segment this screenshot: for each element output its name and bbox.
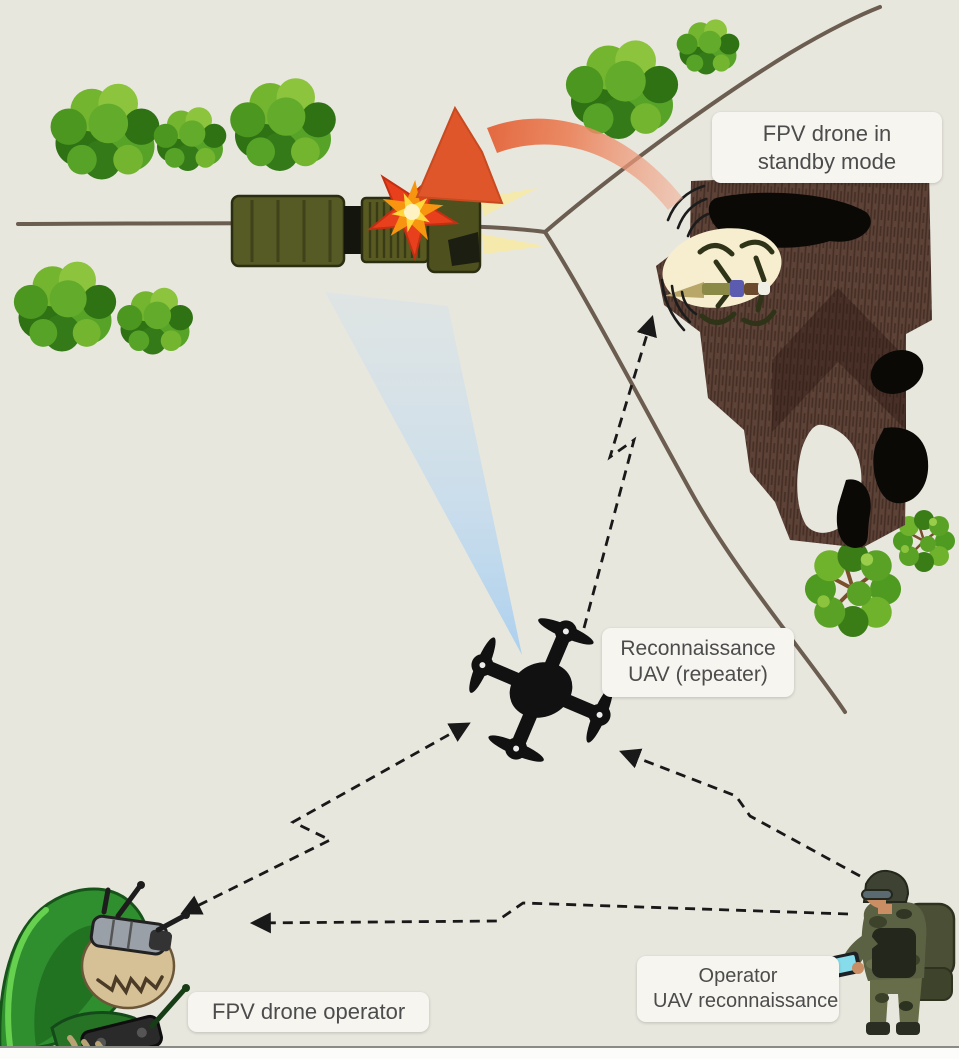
label-line: UAV (repeater) xyxy=(628,663,768,687)
trousers xyxy=(870,978,922,1024)
controller-antenna xyxy=(149,987,187,1029)
fpv-goggles-icon xyxy=(89,914,173,956)
roof-ridge xyxy=(772,288,906,432)
military-truck xyxy=(230,169,544,274)
truck-hitch xyxy=(344,206,364,254)
radio-wave-arcs xyxy=(660,184,710,332)
goggle-antennas xyxy=(101,883,187,933)
camera-view-cone xyxy=(325,292,522,655)
reconnaissance-uav-icon xyxy=(469,618,613,762)
attack-arrow-arc xyxy=(487,118,683,210)
goggles-icon xyxy=(861,889,893,900)
truck-trailer xyxy=(230,194,346,268)
headlight-beam xyxy=(480,188,538,216)
headlight-beam xyxy=(482,234,544,254)
label-line: Operator xyxy=(698,965,778,987)
uav-operator-figure xyxy=(808,869,956,1035)
destroyed-building xyxy=(656,171,932,548)
radio-link-dashed-arrows xyxy=(180,314,861,934)
road-southeast xyxy=(543,230,847,714)
skull-teeth xyxy=(96,974,164,996)
tree-top-view xyxy=(803,539,903,639)
label-recon-uav: Reconnaissance UAV (repeater) xyxy=(602,628,794,697)
page-bottom-edge xyxy=(0,1046,959,1059)
link-operators xyxy=(249,901,849,934)
boot xyxy=(896,1022,920,1035)
truck-windshield xyxy=(448,232,480,266)
label-fpv-standby: FPV drone in standby mode xyxy=(712,112,942,183)
boot xyxy=(866,1022,890,1035)
label-line: standby mode xyxy=(757,148,897,174)
label-line: Reconnaissance xyxy=(620,637,776,660)
label-operator-uav: Operator UAV reconnaissance xyxy=(637,956,839,1022)
link-uav-to-fpv-drone xyxy=(582,314,657,629)
attack-arrow-head xyxy=(415,105,504,205)
label-fpv-operator: FPV drone operator xyxy=(188,992,430,1032)
tactical-vest xyxy=(872,928,916,978)
link-uav-to-recon-operator xyxy=(619,748,861,878)
label-line: UAV reconnaissance xyxy=(653,990,839,1012)
road-northeast xyxy=(543,5,882,234)
label-line: FPV drone operator xyxy=(212,999,406,1024)
attack-arrow xyxy=(415,105,683,210)
label-line: FPV drone in xyxy=(762,121,892,146)
